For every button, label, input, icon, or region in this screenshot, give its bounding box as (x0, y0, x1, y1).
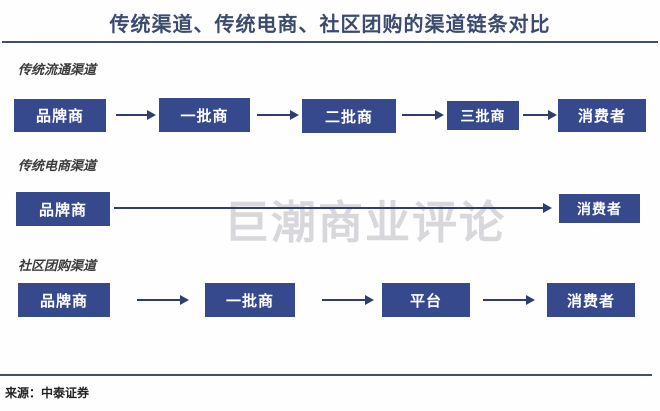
arrow-right-icon (322, 295, 374, 305)
arrow-right-icon (523, 110, 557, 120)
node-brand-row1: 品牌商 (14, 99, 106, 132)
node-tier1-wholesaler-row1: 一批商 (159, 98, 250, 132)
arrow-right-icon (483, 295, 535, 305)
arrow-right-icon (257, 110, 299, 120)
node-brand-row3: 品牌商 (18, 283, 110, 317)
title-divider (2, 41, 658, 43)
node-platform-row3: 平台 (382, 283, 470, 317)
node-tier2-wholesaler-row1: 二批商 (302, 99, 396, 133)
node-consumer-row1: 消费者 (558, 99, 646, 132)
watermark-text: 巨潮商业评论 (224, 197, 507, 248)
source-credit: 来源：中泰证券 (5, 386, 90, 400)
footer-divider (0, 374, 652, 376)
node-consumer-row3: 消费者 (547, 283, 635, 317)
node-tier1-wholesaler-row3: 一批商 (205, 283, 295, 317)
arrow-right-icon (116, 110, 156, 120)
arrow-right-icon (114, 203, 552, 213)
arrow-right-icon (137, 295, 189, 305)
row-label-community-group-buying: 社区团购渠道 (18, 259, 97, 274)
row-label-traditional-ecommerce: 传统电商渠道 (18, 159, 97, 174)
figure-title: 传统渠道、传统电商、社区团购的渠道链条对比 (109, 14, 551, 36)
node-brand-row2: 品牌商 (16, 192, 110, 226)
node-tier3-wholesaler-row1: 三批商 (447, 101, 519, 130)
row-label-traditional-distribution: 传统流通渠道 (18, 63, 97, 78)
node-consumer-row2: 消费者 (559, 194, 640, 223)
arrow-right-icon (402, 110, 444, 120)
